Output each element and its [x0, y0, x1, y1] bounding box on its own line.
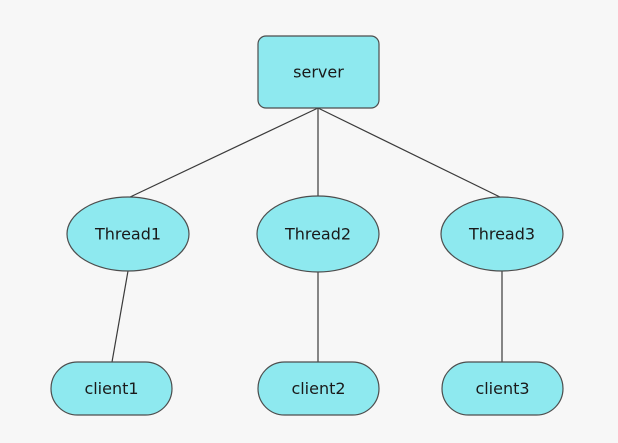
client3-node: client3 [441, 361, 564, 416]
thread3-node: Thread3 [440, 196, 564, 272]
client1-box [50, 361, 173, 416]
server-label: server [293, 63, 344, 82]
client3-label: client3 [475, 379, 529, 398]
edge-server-thread3 [317, 107, 503, 199]
client1-label: client1 [84, 379, 138, 398]
client2-box [257, 361, 380, 416]
thread2-label: Thread2 [284, 225, 351, 244]
client1-node: client1 [50, 361, 173, 416]
thread1-node: Thread1 [66, 196, 190, 272]
edges [111, 107, 503, 363]
server-box [257, 35, 380, 109]
thread1-ellipse [66, 196, 190, 272]
thread3-label: Thread3 [468, 225, 535, 244]
client3-box [441, 361, 564, 416]
thread1-label: Thread1 [94, 225, 161, 244]
client2-node: client2 [257, 361, 380, 416]
client2-label: client2 [291, 379, 345, 398]
server-node: server [257, 35, 380, 109]
thread2-node: Thread2 [256, 195, 380, 273]
edge-server-thread1 [127, 107, 319, 199]
thread2-ellipse [256, 195, 380, 273]
edge-thread1-client1 [111, 270, 129, 363]
thread3-ellipse [440, 196, 564, 272]
